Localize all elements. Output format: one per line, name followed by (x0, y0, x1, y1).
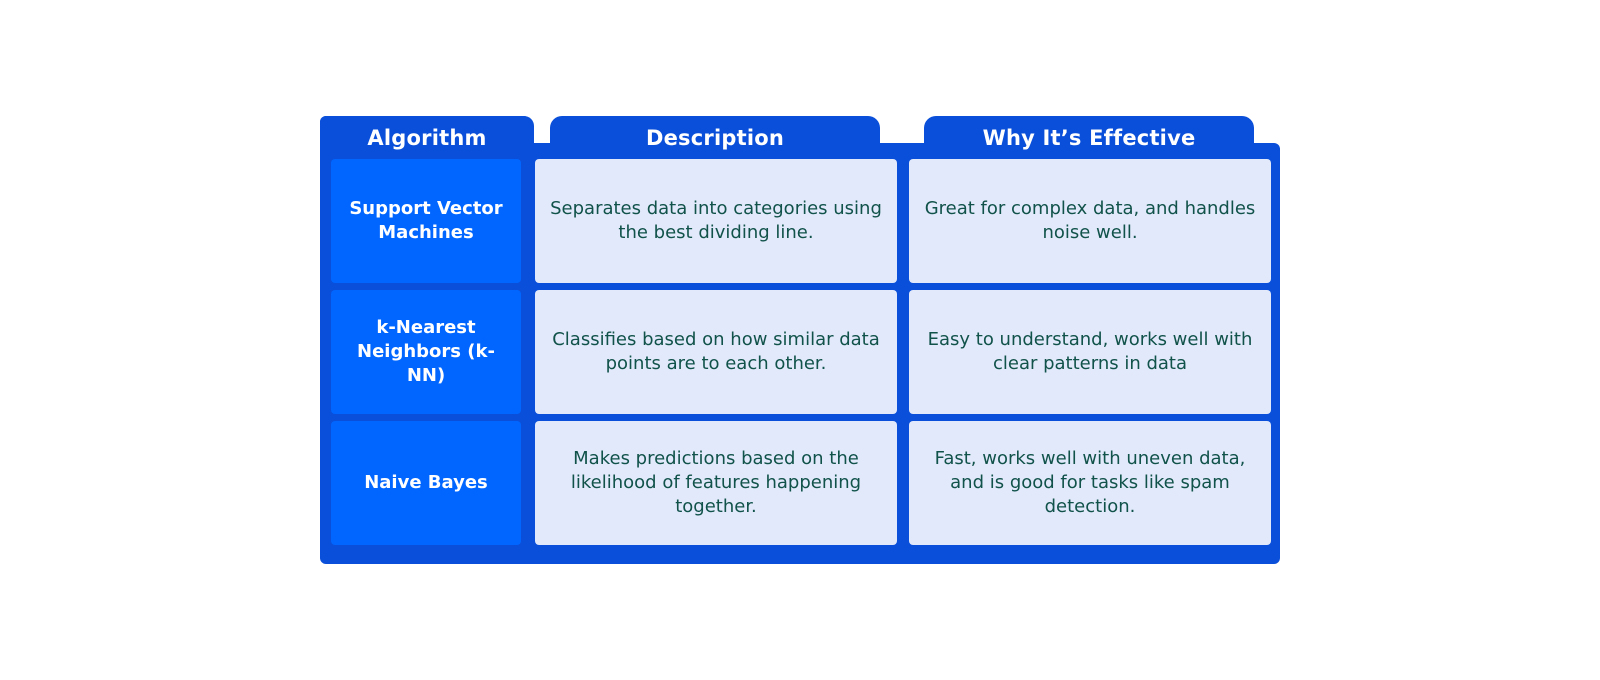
table-row-1-algorithm: Support Vector Machines (331, 159, 521, 283)
table-row-1-description: Separates data into categories using the… (535, 159, 897, 283)
header-why-effective: Why It’s Effective (924, 116, 1254, 160)
table-row-3-effectiveness: Fast, works well with uneven data, and i… (909, 421, 1271, 545)
table-row-3-algorithm: Naive Bayes (331, 421, 521, 545)
header-algorithm: Algorithm (320, 116, 534, 160)
table-row-3-description: Makes predictions based on the likelihoo… (535, 421, 897, 545)
header-description: Description (550, 116, 880, 160)
table-row-2-effectiveness: Easy to understand, works well with clea… (909, 290, 1271, 414)
table-row-1-effectiveness: Great for complex data, and handles nois… (909, 159, 1271, 283)
table-row-2-description: Classifies based on how similar data poi… (535, 290, 897, 414)
table-row-2-algorithm: k-Nearest Neighbors (k-NN) (331, 290, 521, 414)
